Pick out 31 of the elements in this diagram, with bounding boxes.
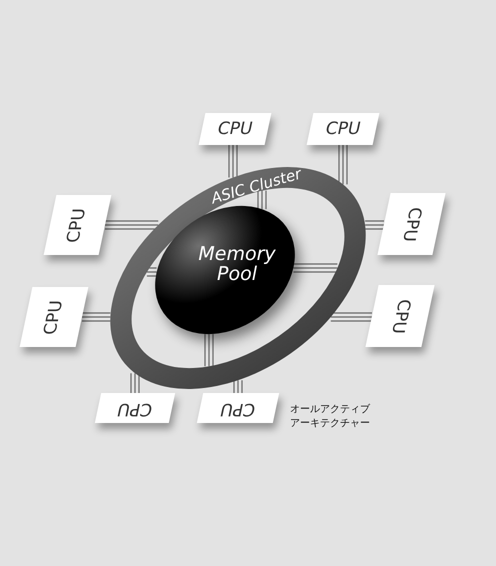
cpu-label: CPU: [216, 120, 254, 138]
cpu-card: [377, 193, 446, 255]
cpu-card: [44, 195, 112, 255]
bus-line: [292, 263, 338, 273]
cpu-card: [196, 393, 280, 423]
cpu-label: CPU: [388, 298, 412, 334]
bus-line: [233, 380, 243, 394]
memory-label: Memory Pool: [197, 244, 277, 284]
caption-text: オールアクティブアーキテクチャー: [290, 403, 370, 431]
bus-line: [338, 144, 348, 185]
bus-line: [104, 220, 159, 230]
bus-line: [330, 312, 373, 322]
cpu-label: CPU: [65, 208, 90, 242]
cpu-card: [198, 113, 272, 145]
bus-line: [146, 267, 158, 277]
bus-line: [81, 312, 111, 322]
bus-line: [364, 220, 385, 230]
bus-line: [204, 333, 214, 367]
cpu-label: CPU: [399, 206, 424, 242]
cpu-card: [20, 287, 88, 347]
cpu-label: CPU: [42, 300, 66, 334]
cpu-label: CPU: [324, 120, 362, 138]
cpu-label: CPU: [218, 400, 258, 416]
cpu-label: CPU: [116, 400, 154, 416]
bus-line: [130, 372, 140, 394]
cpu-card: [94, 393, 176, 423]
bus-line: [257, 190, 267, 210]
cpu-card: [306, 113, 380, 145]
ring-label: ASIC Cluster: [210, 166, 303, 206]
bus-line: [228, 144, 238, 178]
cpu-card: [365, 285, 435, 347]
